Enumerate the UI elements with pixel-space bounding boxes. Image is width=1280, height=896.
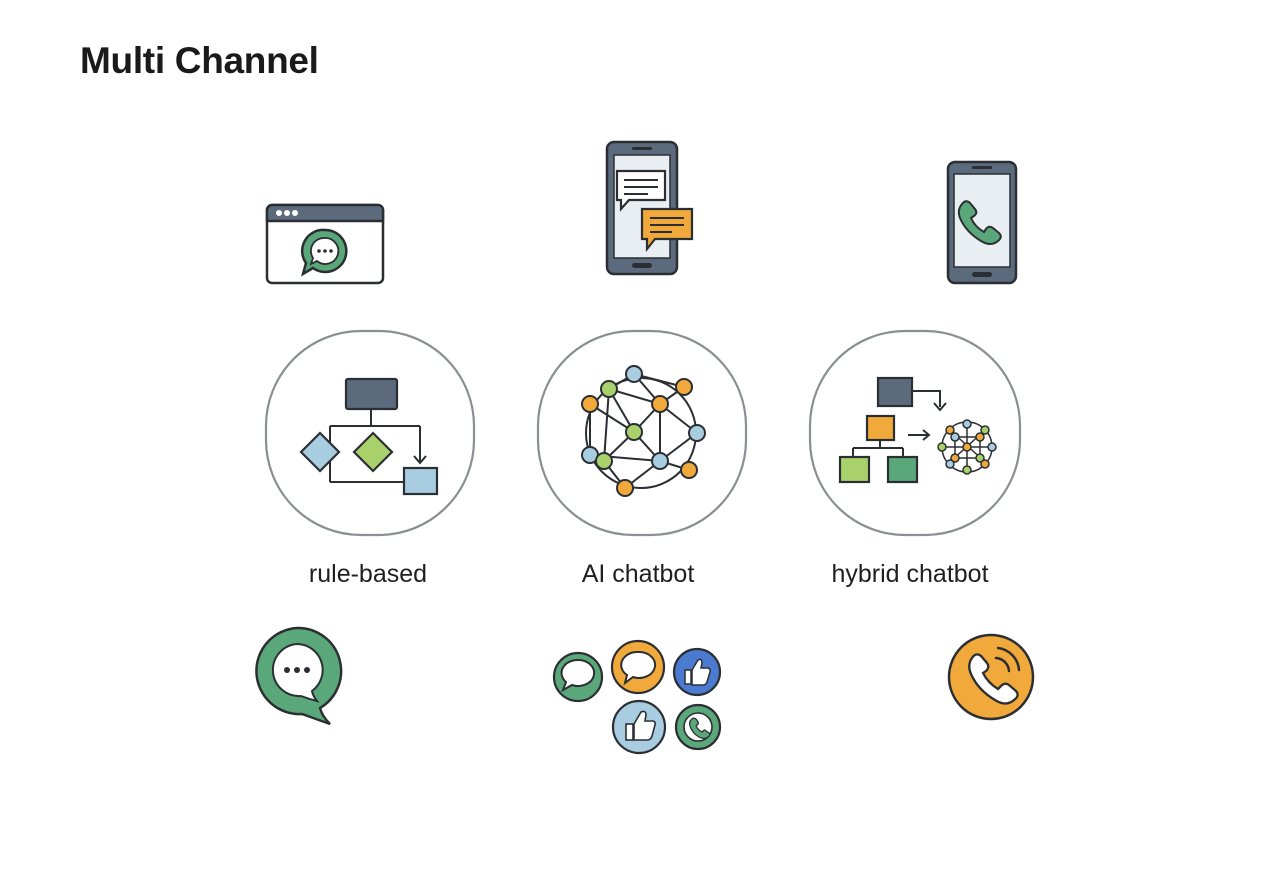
thumbs-up-icon: [672, 647, 722, 697]
flowchart-icon: [264, 329, 476, 537]
phone-ringing-icon: [947, 633, 1035, 721]
phone-call-icon: [946, 160, 1018, 285]
hybrid-flow-network-icon: [808, 329, 1022, 537]
thumbs-up-icon: [611, 699, 667, 755]
chat-bubble-icon: [255, 626, 343, 726]
phone-chat-icon: [605, 140, 694, 276]
type-label-ai-chatbot: AI chatbot: [581, 560, 695, 588]
browser-chat-icon: [265, 203, 385, 285]
type-label-hybrid-chatbot: hybrid chatbot: [831, 560, 989, 588]
neural-network-icon: [536, 329, 748, 537]
social-chat-icon: [552, 651, 604, 703]
social-channels-icon: [552, 639, 722, 755]
social-comment-icon: [610, 639, 666, 695]
call-icon: [674, 703, 722, 751]
page-title: Multi Channel: [80, 40, 319, 81]
type-label-rule-based: rule-based: [308, 560, 428, 588]
